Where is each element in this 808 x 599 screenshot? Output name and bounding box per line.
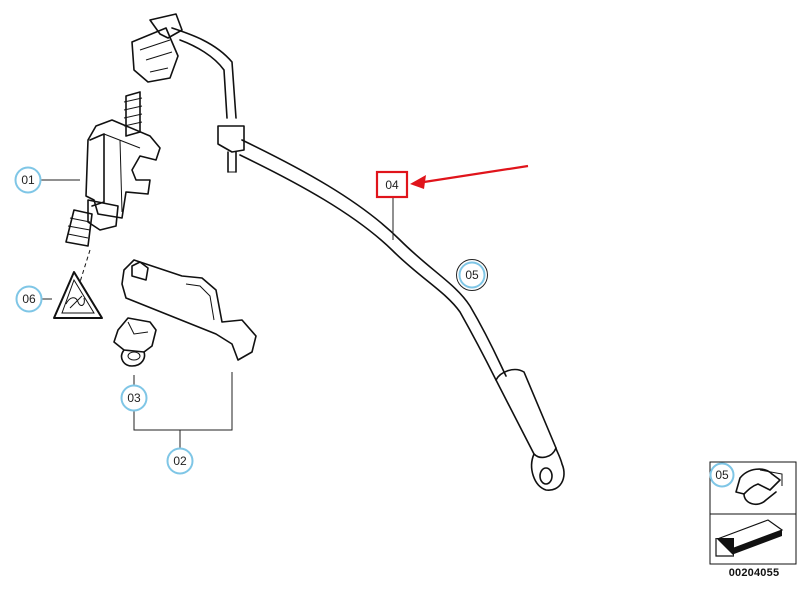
svg-text:04: 04	[385, 178, 399, 192]
callout-03: 03	[120, 384, 148, 412]
warning-triangle-icon	[53, 271, 103, 319]
bracket	[121, 259, 257, 361]
inset-callout-05	[709, 462, 735, 488]
slave-cylinder	[65, 91, 161, 283]
clip	[113, 317, 157, 367]
callout-06: 06	[15, 285, 43, 313]
callout-05: 05	[456, 259, 488, 291]
direction-arrow-icon	[715, 519, 784, 557]
callout-01: 01	[14, 166, 42, 194]
hydraulic-line	[171, 27, 565, 491]
callout-02: 02	[166, 447, 194, 475]
svg-text:02: 02	[173, 454, 187, 468]
inset-clip-drawing	[735, 468, 783, 506]
drawing-number: 00204055	[728, 567, 780, 579]
highlight-arrow	[410, 164, 529, 189]
leader-lines	[40, 179, 394, 450]
svg-text:01: 01	[21, 173, 35, 187]
svg-text:03: 03	[127, 391, 141, 405]
svg-text:05: 05	[715, 468, 729, 482]
line-connector	[131, 13, 183, 83]
inset-panel: 05	[709, 461, 797, 565]
svg-text:06: 06	[22, 292, 36, 306]
svg-text:05: 05	[465, 268, 479, 282]
callout-04-highlighted: 04	[375, 170, 409, 199]
